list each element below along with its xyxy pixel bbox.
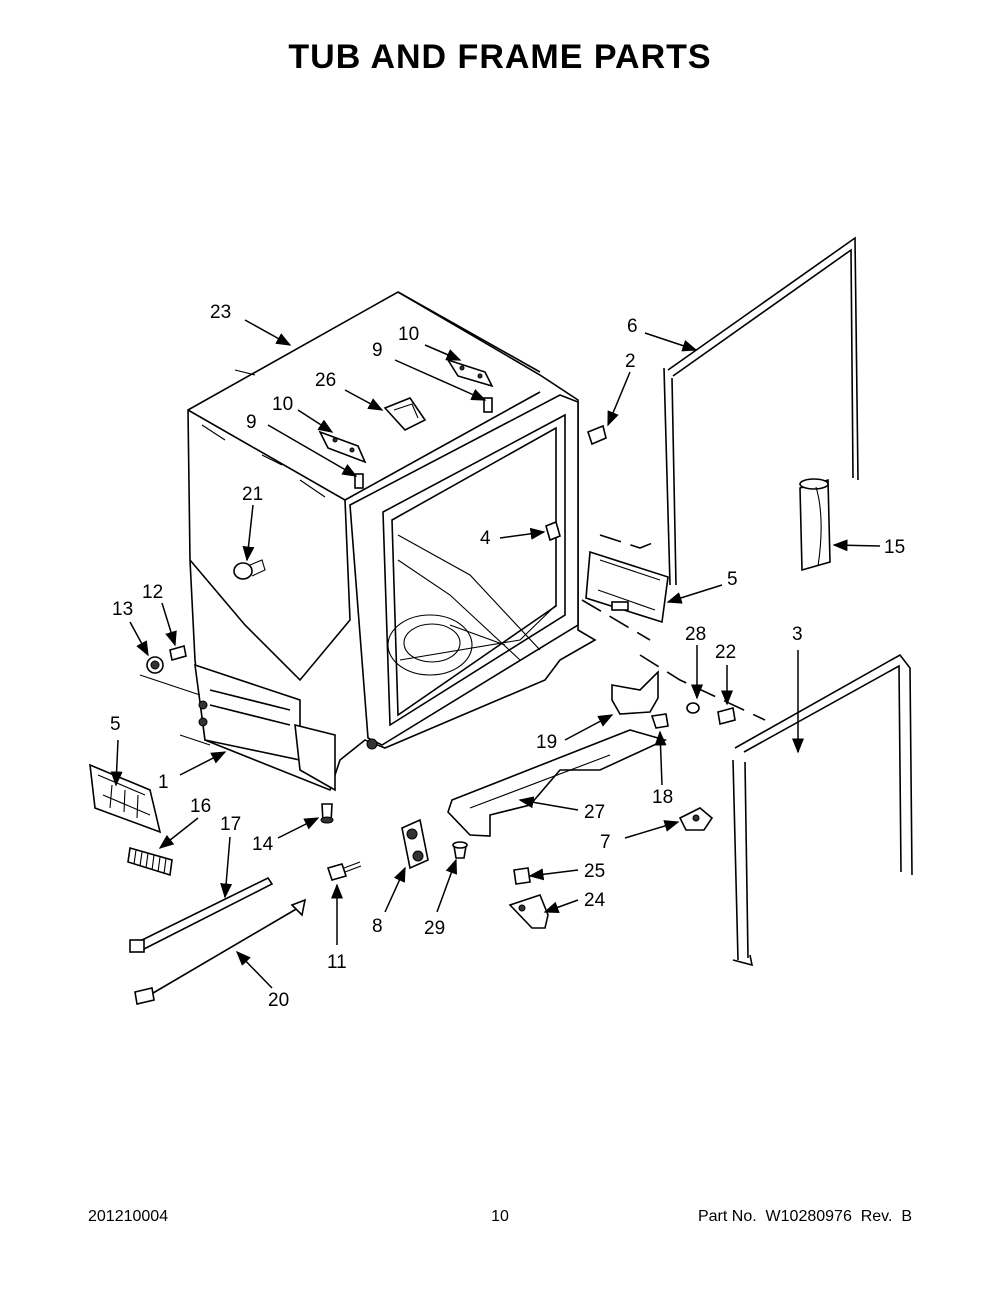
tub-assembly xyxy=(139,291,597,792)
panel-5-left xyxy=(89,763,162,834)
screw-22 xyxy=(717,707,736,725)
plug-21 xyxy=(233,559,266,580)
bracket-19 xyxy=(611,670,659,715)
callout-8: 8 xyxy=(372,916,383,937)
callout-17: 17 xyxy=(220,814,241,835)
hinge-bracket-upper xyxy=(446,358,494,388)
screw-18 xyxy=(650,713,669,729)
callout-24: 24 xyxy=(584,890,606,911)
callout-18: 18 xyxy=(652,787,673,808)
leveling-bolt-11 xyxy=(326,861,362,881)
callout-27: 27 xyxy=(584,802,605,823)
door-gasket-6 xyxy=(663,236,859,586)
insulation-15 xyxy=(799,478,831,572)
screw-25 xyxy=(513,867,531,885)
cable-tie-17 xyxy=(129,876,274,953)
callout-1: 1 xyxy=(158,772,169,793)
callout-5-left: 5 xyxy=(110,714,121,735)
wire-20 xyxy=(134,898,307,1005)
nut-4 xyxy=(545,520,561,542)
callout-3: 3 xyxy=(792,624,803,645)
footer-page-number: 10 xyxy=(491,1208,509,1225)
grommet-13 xyxy=(146,656,164,674)
callout-19: 19 xyxy=(536,732,557,753)
footer-part-number: Part No. W10280976 Rev. B xyxy=(697,1208,912,1225)
callout-6: 6 xyxy=(627,316,638,337)
callout-9-upper: 9 xyxy=(372,340,383,361)
clip-26 xyxy=(383,397,427,431)
callout-21: 21 xyxy=(242,484,263,505)
callout-22: 22 xyxy=(715,642,736,663)
callout-7: 7 xyxy=(600,832,611,853)
callout-15: 15 xyxy=(884,537,905,558)
screw-9-lower xyxy=(354,473,364,489)
screw-2 xyxy=(587,424,607,446)
washer-28 xyxy=(686,702,700,714)
callout-16: 16 xyxy=(190,796,211,817)
callout-5-right: 5 xyxy=(727,569,738,590)
callout-28: 28 xyxy=(685,624,706,645)
page-title: TUB AND FRAME PARTS xyxy=(288,38,712,76)
callout-14: 14 xyxy=(252,834,274,855)
bracket-24 xyxy=(508,894,549,929)
spring-16 xyxy=(127,846,173,877)
callout-2: 2 xyxy=(625,351,636,372)
callout-23: 23 xyxy=(210,302,231,323)
callout-9-lower: 9 xyxy=(246,412,257,433)
screw-9-upper xyxy=(483,397,493,413)
screw-12 xyxy=(169,644,187,662)
callout-20: 20 xyxy=(268,990,289,1011)
callout-10-lower: 10 xyxy=(272,394,293,415)
clamp-7 xyxy=(678,807,714,831)
panel-5-right xyxy=(581,534,669,641)
callout-26: 26 xyxy=(315,370,336,391)
callout-29: 29 xyxy=(424,918,445,939)
hinge-bracket-lower xyxy=(318,430,367,464)
callout-4: 4 xyxy=(480,528,491,549)
callout-12: 12 xyxy=(142,582,163,603)
foot-29 xyxy=(452,841,468,859)
clamp-8 xyxy=(401,818,429,870)
callout-11: 11 xyxy=(327,952,347,973)
callout-10-upper: 10 xyxy=(398,324,419,345)
callout-25: 25 xyxy=(584,861,605,882)
leader-lines xyxy=(110,319,881,989)
screw-14 xyxy=(320,803,334,824)
door-seal-3 xyxy=(732,653,913,967)
callout-labels: 23 10 9 26 10 9 21 4 6 2 15 5 13 12 5 1 … xyxy=(110,302,905,1011)
callout-13: 13 xyxy=(112,599,133,620)
footer-doc-number: 201210004 xyxy=(88,1208,169,1225)
